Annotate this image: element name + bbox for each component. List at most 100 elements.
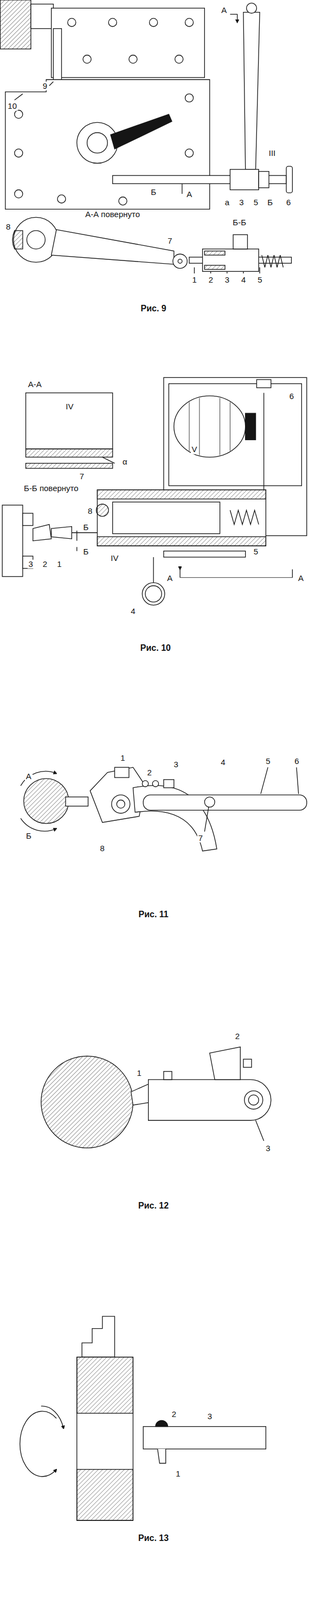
callout-label: 2	[145, 769, 153, 779]
chuck	[2, 505, 23, 578]
line-art	[12, 230, 23, 250]
figure-10	[2, 377, 307, 606]
callout-label: 1	[119, 754, 126, 764]
line-art	[22, 513, 34, 527]
cylinder-IV	[97, 490, 266, 547]
callout-label: 7	[78, 472, 86, 482]
line-art	[145, 586, 162, 603]
callout-label: А-А повернуто	[80, 210, 145, 220]
bracket-5	[163, 551, 246, 558]
callout-label: 6	[293, 757, 300, 768]
callout-label: А	[185, 189, 193, 199]
cap	[233, 234, 248, 249]
block-2	[209, 1048, 241, 1081]
line-art	[204, 251, 225, 256]
chuck-body	[76, 1358, 134, 1523]
line-art	[26, 230, 45, 250]
line-art	[129, 55, 138, 64]
strip-7	[26, 464, 113, 469]
callout-label: 4	[129, 607, 137, 617]
callout-label: 8	[86, 506, 94, 517]
callout-label: Б	[82, 548, 90, 558]
callout-label: 3	[237, 197, 245, 208]
tip-8	[65, 797, 88, 808]
bar-5-6	[143, 795, 307, 811]
callout-label: V	[190, 445, 199, 455]
figure-caption: Рис. 12	[137, 1202, 170, 1213]
line-art	[185, 93, 194, 102]
callout-label: 1	[190, 275, 198, 286]
callout-label: 3	[27, 560, 34, 570]
line-art	[168, 384, 302, 487]
line-art	[67, 18, 76, 27]
callout-label: а	[223, 197, 231, 208]
line-art	[82, 55, 92, 64]
part-1	[114, 768, 130, 779]
callout-label: Б	[82, 523, 90, 533]
callout-label: 9	[41, 81, 49, 91]
tool-3-2	[33, 525, 52, 542]
line-art	[244, 1092, 263, 1111]
callout-label: 8	[99, 844, 106, 854]
section-body	[26, 393, 113, 450]
callout-label: 7	[166, 236, 173, 247]
figure-11	[20, 768, 307, 853]
figure-caption: Рис. 11	[137, 910, 170, 921]
callout-label: 3	[172, 761, 179, 771]
callout-label: Б	[149, 188, 158, 198]
jaw	[81, 1317, 115, 1359]
tool-1	[51, 526, 73, 540]
line-art	[118, 197, 127, 206]
part-5	[258, 171, 269, 189]
callout-label: 3	[206, 1413, 214, 1424]
line-art	[149, 18, 158, 27]
rotation-B	[20, 819, 57, 833]
rotation	[20, 1412, 57, 1479]
rotation-A	[20, 772, 57, 788]
line-art	[14, 110, 23, 119]
figure-caption: Рис. 9	[139, 304, 168, 314]
callout-label: 4	[219, 758, 227, 769]
line-art	[14, 149, 23, 158]
callout-label: 6	[285, 197, 292, 208]
angle-line	[102, 457, 115, 464]
arm-7	[51, 229, 175, 265]
callout-label: 1	[174, 1470, 182, 1480]
figure-12	[41, 1048, 272, 1150]
line-art	[112, 502, 221, 534]
workpiece	[41, 1057, 134, 1150]
callout-label: 5	[252, 197, 260, 208]
callout-label: 2	[41, 560, 49, 570]
callout-label: 1	[136, 1070, 143, 1080]
line-art	[87, 132, 108, 154]
callout-label: 3	[264, 1145, 272, 1155]
figure-13	[20, 1317, 267, 1523]
handwheel-6	[286, 166, 293, 193]
lower-plate	[5, 79, 210, 210]
line-art	[152, 781, 159, 788]
gauge-4	[142, 583, 165, 606]
callout-label: 2	[207, 275, 215, 286]
callout-label: 8	[4, 222, 12, 233]
callout-label: А	[165, 574, 174, 584]
callout-label: IV	[64, 402, 75, 412]
bar-3	[143, 1428, 266, 1451]
callout-label: 2	[170, 1411, 178, 1421]
roller	[172, 254, 188, 269]
callout-label: Б-Б повернуто	[21, 484, 82, 494]
callout-label: 5	[256, 275, 263, 286]
callout-label: 10	[6, 101, 18, 112]
figure-caption: Рис. 13	[137, 1535, 170, 1545]
line-art	[248, 1096, 259, 1107]
figure-9	[0, 0, 293, 274]
line-art	[108, 18, 117, 27]
callout-label: А	[297, 574, 305, 584]
wall-block	[0, 0, 31, 49]
callout-label: А-А	[27, 380, 43, 390]
callout-label: Б	[266, 197, 274, 208]
callout-label: 7	[197, 834, 204, 844]
line-art	[14, 190, 23, 199]
line-art	[76, 1358, 134, 1415]
line-art	[97, 537, 266, 547]
callout-label: Б-Б	[231, 218, 248, 228]
